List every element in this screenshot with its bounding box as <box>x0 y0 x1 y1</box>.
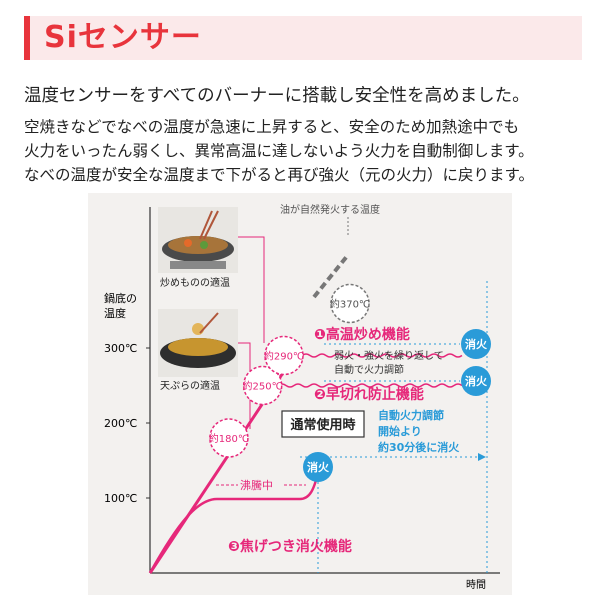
header: Siセンサー <box>0 0 600 80</box>
shutoff-badge-1-label: 消火 <box>465 337 488 351</box>
title-background <box>30 16 582 60</box>
oil-ignition-label: 油が自然発火する温度 <box>280 203 380 216</box>
y-tick-200: 200℃ <box>104 417 137 430</box>
auto-adjust-line-1: 自動火力調節 <box>378 408 444 422</box>
burn-shutoff-label: ❸焦げつき消火機能 <box>228 538 352 555</box>
repeat-note-line-2: 自動で火力調節 <box>334 363 404 376</box>
scorch-prevent-label: ❷早切れ防止機能 <box>314 386 424 403</box>
shutoff-badge-1: 消火 <box>461 329 491 359</box>
ignition-dashed-line <box>312 253 350 299</box>
y-tick-300: 300℃ <box>104 342 137 355</box>
stir-fry-label: 炒めものの適温 <box>160 276 230 289</box>
marker-250: 約250℃ <box>243 365 283 406</box>
lead-text: 温度センサーをすべてのバーナーに搭載し安全性を高めました。 <box>24 86 530 106</box>
high-temp-wave <box>301 353 463 358</box>
page-title: Siセンサー <box>44 20 202 55</box>
marker-290: 約290℃ <box>264 335 304 376</box>
temperature-chart-svg: 鍋底の 温度 300℃ 200℃ 100℃ 時間 炒めものの適温 天ぷらの適温 … <box>88 193 512 595</box>
marker-370: 約370℃ <box>330 283 370 324</box>
scorch-prevent-wave <box>277 383 463 388</box>
body-line-1: 空焼きなどでなべの温度が急速に上昇すると、安全のため加熱途中でも <box>24 118 520 136</box>
chart-background <box>88 193 512 595</box>
tempura-label: 天ぷらの適温 <box>160 379 220 392</box>
title-accent-bar <box>24 16 30 60</box>
marker-370-label: 約370℃ <box>330 298 370 311</box>
normal-use-box <box>281 410 365 438</box>
y-axis-label-line-1: 鍋底の <box>104 291 137 305</box>
body-line-2: 火力をいったん弱くし、異常高温に達しないよう火力を自動制御します。 <box>24 142 534 160</box>
boiling-curve <box>148 472 320 574</box>
tempura-connector <box>238 342 251 429</box>
x-axis-label: 時間 <box>466 579 486 591</box>
temperature-chart: 鍋底の 温度 300℃ 200℃ 100℃ 時間 炒めものの適温 天ぷらの適温 … <box>88 193 512 595</box>
shutoff-badge-2-label: 消火 <box>465 374 488 388</box>
auto-adjust-line-3: 約30分後に消火 <box>378 440 460 454</box>
high-temp-mode-label: ❶高温炒め機能 <box>314 326 410 343</box>
tempura-photo <box>158 309 238 377</box>
normal-use-label: 通常使用時 <box>290 417 355 433</box>
y-tick-100: 100℃ <box>104 492 137 505</box>
boiling-label: 沸騰中 <box>240 478 273 492</box>
auto-adjust-line-2: 開始より <box>378 424 422 438</box>
y-axis-label-line-2: 温度 <box>104 306 126 320</box>
stir-fry-connector <box>238 236 265 343</box>
stir-fry-photo <box>158 207 238 273</box>
repeat-note-line-1: 弱火・強火を繰り返して <box>334 349 444 362</box>
marker-180-label: 約180℃ <box>209 432 249 445</box>
body-line-3: なべの温度が安全な温度まで下がると再び強火（元の火力）に戻ります。 <box>24 166 534 184</box>
shutoff-badge-3: 消火 <box>303 452 333 482</box>
marker-290-label: 約290℃ <box>264 350 304 363</box>
marker-250-label: 約250℃ <box>243 380 283 393</box>
shutoff-badge-2: 消火 <box>461 366 491 396</box>
marker-180: 約180℃ <box>209 418 249 458</box>
shutoff-badge-3-label: 消火 <box>307 460 330 474</box>
